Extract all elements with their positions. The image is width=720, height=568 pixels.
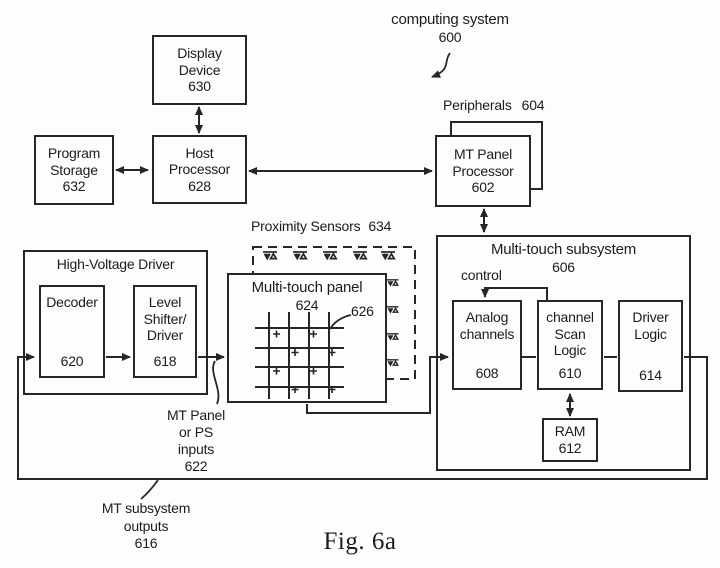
annotation-text: inputs [177,441,215,458]
box-label: channels [459,325,515,342]
box-label-group: channel Scan Logic [546,309,594,359]
proximity-sensors-label: Proximity Sensors 634 [251,218,391,235]
analog-channels-box: Analog channels 608 [452,300,522,390]
ref-number: 628 [188,177,211,194]
annotation-text: MT Panel [166,407,226,423]
box-label: Decoder [46,294,98,310]
proximity-sensor-icon [386,306,400,313]
proximity-sensor-icon [292,251,308,260]
proximity-sensor-icon [322,251,338,260]
annotation-text: Proximity Sensors [251,218,361,234]
multi-touch-panel-box: Multi-touch panel 624 [227,273,387,403]
annotation-text: or PS [178,424,213,441]
decoder-box: Decoder 620 [39,285,105,378]
program-storage-box: Program Storage 632 [34,135,114,205]
annotation-text: outputs [123,517,169,534]
ref-number: 606 [552,258,575,275]
ref-number: 608 [475,365,499,382]
ref-number: 610 [558,365,582,382]
box-label: Logic [634,325,667,342]
ref-number: 612 [558,440,582,456]
proximity-sensor-icon [386,333,400,340]
ref-number: 618 [153,353,177,370]
driver-logic-box: Driver Logic 614 [618,300,683,392]
box-label: Shifter/ [143,310,187,327]
box-title: Multi-touch panel [251,279,363,296]
box-label: Device [178,61,221,78]
annotation-text: computing system [391,11,509,28]
proximity-sensor-icons-right [386,279,400,366]
box-label: Logic [553,342,587,359]
ref-number: 616 [134,535,158,551]
ref-number: 630 [188,78,211,95]
annotation-text: Peripherals [443,97,512,113]
mt-panel-inputs-label: MT Panel or PS inputs 622 [155,407,237,475]
proximity-sensor-icon [262,251,278,260]
box-label: RAM [554,423,586,440]
control-label: control [461,267,502,283]
box-label: Level [148,294,182,310]
level-shifter-driver-box: Level Shifter/ Driver 618 [133,285,197,378]
box-label: Storage [50,161,98,178]
ref-number: 624 [295,296,319,313]
box-label: channel [546,309,594,325]
ref-number: 602 [471,179,495,196]
peripherals-label: Peripherals 604 [443,97,545,114]
box-label: Analog [465,309,509,325]
proximity-sensor-icon [386,359,400,366]
box-label-group: Analog channels [459,309,515,342]
computing-system-label: computing system 600 [365,11,535,46]
box-label: Driver [146,327,184,344]
ref-number: 614 [639,367,662,384]
box-label: Host [185,144,214,161]
ref-number: 620 [60,353,84,370]
box-label: Scan [554,325,586,342]
proximity-sensor-icon [380,251,396,260]
leader-computing-system [431,52,451,78]
box-label: Display [177,45,222,62]
mt-panel-processor-box: MT Panel Processor 602 [435,135,531,207]
electrode-ref-label: 626 [351,303,374,319]
ref-number: 604 [521,97,545,113]
proximity-sensor-icon [386,279,400,286]
box-label: Program [47,145,101,162]
proximity-sensor-icons-top [262,251,396,260]
box-label-group: Level Shifter/ Driver [144,294,187,344]
figure-caption: Fig. 6a [323,528,397,555]
box-title: High-Voltage Driver [56,256,175,272]
ref-number: 600 [438,29,462,45]
ref-number: 632 [62,178,86,195]
proximity-sensor-icon [352,251,368,260]
leader-subsystem-outputs [140,479,159,500]
host-processor-box: Host Processor 628 [152,135,247,204]
ram-box: RAM 612 [542,418,598,462]
display-device-box: Display Device 630 [152,35,247,105]
box-label: MT Panel [453,146,513,163]
box-label: Processor [452,162,514,179]
ref-number: 634 [368,218,392,234]
box-label: Processor [168,161,231,178]
box-label-group: Driver Logic [632,309,668,342]
leader-panel-inputs [212,360,220,405]
ref-number: 622 [184,458,208,475]
box-label: Driver [632,309,669,325]
mt-subsystem-outputs-label: MT subsystem outputs 616 [85,500,207,553]
channel-scan-logic-box: channel Scan Logic 610 [537,300,603,390]
annotation-text: MT subsystem [101,500,191,516]
box-title: Multi-touch subsystem [490,241,637,258]
